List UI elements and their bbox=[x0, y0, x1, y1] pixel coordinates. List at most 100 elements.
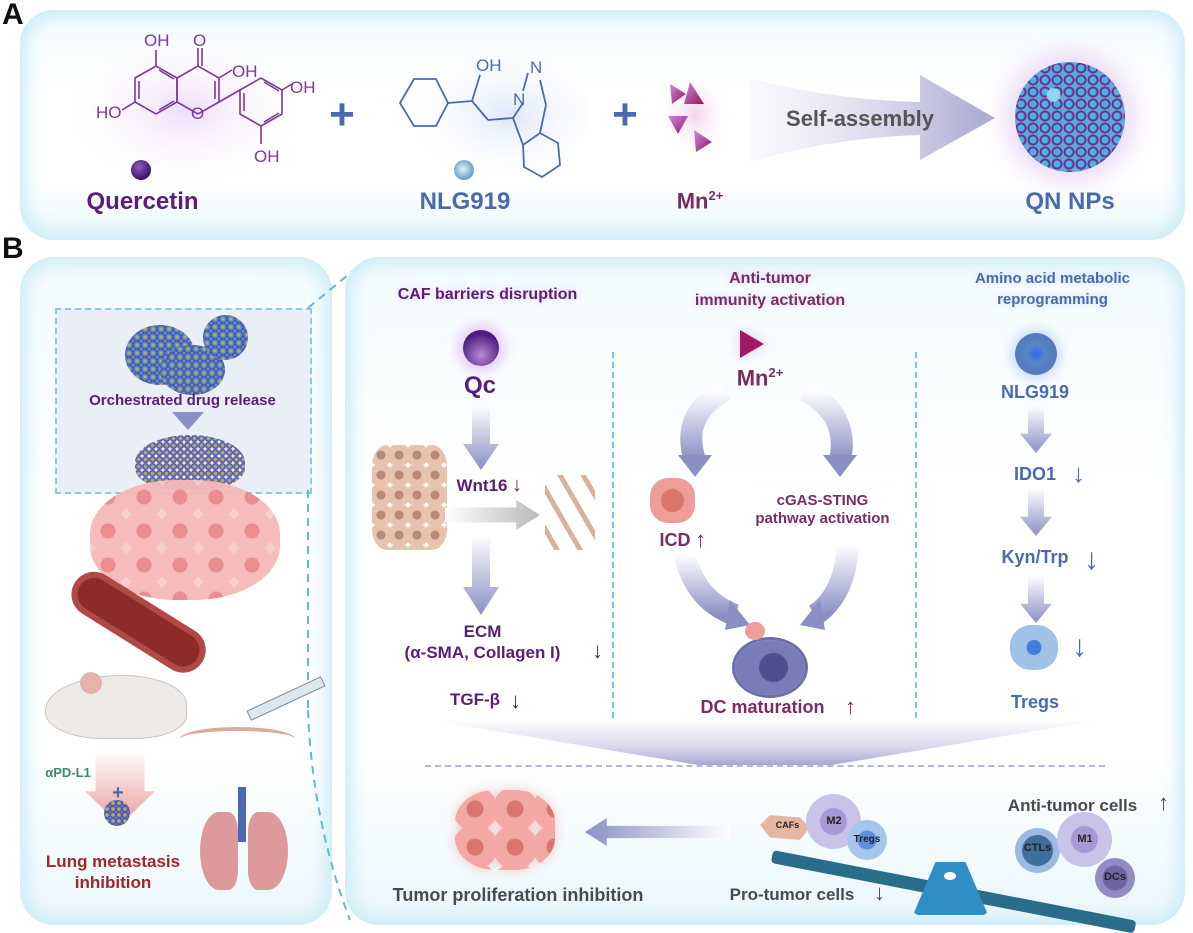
combination-plus-sign: + bbox=[112, 782, 124, 804]
mn-label: Mn2+ bbox=[660, 188, 740, 214]
cgas-sting-label: cGAS-STING bbox=[776, 492, 869, 509]
ecm-trend-down-icon: ↓ bbox=[592, 638, 603, 663]
qn-np-icon bbox=[104, 800, 130, 826]
column-title-caf: CAF barriers disruption bbox=[397, 286, 578, 303]
lungs-icon bbox=[238, 787, 246, 842]
quercetin-oh-label: OH bbox=[232, 62, 258, 81]
quercetin-sphere-icon bbox=[131, 160, 151, 180]
quercetin-oh-label: OH bbox=[290, 78, 316, 97]
panel-a-letter: A bbox=[2, 0, 24, 31]
engulfed-tumor-fragment-icon bbox=[745, 622, 765, 640]
treg-cell-label: Tregs bbox=[853, 834, 881, 845]
wnt16-label: Wnt16 bbox=[456, 476, 508, 495]
mn-ion-icons bbox=[657, 70, 733, 160]
anti-tumor-trend-up-icon: ↑ bbox=[1158, 790, 1169, 815]
self-assembly-label: Self-assembly bbox=[786, 106, 934, 131]
column-title-metabolic-line1: Amino acid metabolic bbox=[974, 270, 1131, 287]
ctl-cell-icon bbox=[1015, 828, 1060, 873]
outcome-label-line2: inhibition bbox=[74, 873, 152, 892]
tgfb-trend-down-icon: ↓ bbox=[510, 688, 521, 713]
column-divider bbox=[612, 352, 614, 718]
lung-left-icon bbox=[200, 812, 238, 890]
tumor-tissue-icon bbox=[90, 480, 280, 600]
outcome-label-line1: Lung metastasis bbox=[45, 852, 181, 871]
mn-label: Mn2+ bbox=[720, 365, 800, 391]
ido1-trend-down-icon: ↓ bbox=[1072, 458, 1085, 488]
quercetin-oh-label: OH bbox=[254, 147, 280, 166]
fulcrum-hole-icon bbox=[944, 872, 956, 880]
icd-label: ICD bbox=[659, 530, 691, 550]
nlg919-n-label: N bbox=[513, 90, 525, 109]
kyn-trp-label: Kyn/Trp bbox=[1001, 547, 1069, 567]
nlg919-n-label: N bbox=[530, 58, 542, 77]
kyn-trp-trend-down-icon: ↓ bbox=[1084, 543, 1099, 576]
nlg919-label: NLG919 bbox=[1000, 382, 1070, 402]
nlg919-sphere-icon bbox=[454, 160, 474, 180]
ido1-label: IDO1 bbox=[1013, 464, 1056, 484]
plus-sign: + bbox=[329, 90, 355, 139]
self-assembly-arrow bbox=[750, 75, 995, 162]
dying-tumor-cell-icon bbox=[650, 478, 695, 523]
release-arrow-icon bbox=[172, 412, 204, 430]
icd-trend-up-icon: ↑ bbox=[695, 527, 706, 552]
dc-cell-label: DCs bbox=[1103, 871, 1126, 883]
panel-b-letter: B bbox=[2, 232, 24, 265]
dc-maturation-trend-up-icon: ↑ bbox=[845, 694, 856, 719]
ecm-label: ECM bbox=[463, 622, 502, 641]
quercetin-sphere-icon bbox=[463, 330, 499, 366]
section-divider bbox=[425, 765, 1105, 767]
nanoparticle-cluster-icon bbox=[203, 315, 248, 360]
wnt16-trend-down-icon: ↓ bbox=[512, 474, 522, 496]
quercetin-oh-label: OH bbox=[144, 31, 170, 50]
mouse-ear-icon bbox=[80, 672, 102, 694]
treg-cell-icon bbox=[847, 820, 887, 860]
pro-tumor-label: Pro-tumor cells bbox=[729, 885, 855, 904]
quercetin-structure: OH O OH OH HO O OH bbox=[60, 30, 316, 190]
nlg919-sphere-icon bbox=[1015, 333, 1057, 375]
mn-symbol: Mn bbox=[736, 365, 769, 391]
dc-maturation-label: DC maturation bbox=[700, 697, 825, 717]
mouse-tail-icon bbox=[180, 727, 295, 751]
mn-charge: 2+ bbox=[708, 188, 724, 203]
dendritic-cell-icon bbox=[735, 640, 805, 695]
tregs-label: Tregs bbox=[1010, 692, 1060, 712]
pathway-activation-label: pathway activation bbox=[755, 510, 890, 527]
column-title-immunity-line2: immunity activation bbox=[694, 292, 846, 309]
quercetin-o-label: O bbox=[193, 31, 206, 50]
column-divider bbox=[915, 352, 917, 718]
caf-cell-label: CAFs bbox=[775, 820, 800, 830]
qn-nanoparticle-icon bbox=[1015, 62, 1125, 172]
nlg919-label: NLG919 bbox=[419, 188, 511, 215]
tgfb-label: TGF-β bbox=[449, 690, 501, 709]
antibody-label: αPD-L1 bbox=[45, 765, 91, 780]
plus-sign: + bbox=[612, 90, 638, 139]
tregs-trend-down-icon: ↓ bbox=[1072, 630, 1087, 663]
m2-cell-label: M2 bbox=[826, 815, 842, 827]
caf-cells-icon bbox=[372, 445, 447, 550]
mn-ion-icon bbox=[740, 330, 764, 358]
mn-charge: 2+ bbox=[768, 365, 784, 380]
anti-tumor-label: Anti-tumor cells bbox=[1007, 796, 1138, 815]
drug-release-label: Orchestrated drug release bbox=[89, 392, 276, 409]
quercetin-ho-label: HO bbox=[96, 103, 122, 122]
quercetin-ring-o-label: O bbox=[191, 104, 204, 123]
ecm-components-label: (α-SMA, Collagen I) bbox=[404, 643, 561, 662]
immunity-cycle-arrows bbox=[674, 380, 859, 630]
mouse-icon bbox=[45, 675, 187, 739]
fibroblast-cells-icon bbox=[545, 475, 595, 550]
pro-tumor-trend-down-icon: ↓ bbox=[874, 880, 885, 905]
column-title-metabolic-line2: reprogramming bbox=[997, 291, 1108, 308]
tumor-proliferation-label: Tumor proliferation inhibition bbox=[392, 885, 644, 905]
m1-cell-icon bbox=[1057, 812, 1112, 867]
nlg919-oh-label: OH bbox=[476, 56, 502, 75]
qn-nps-label: QN NPs bbox=[1025, 188, 1115, 215]
column-title-immunity-line1: Anti-tumor bbox=[729, 270, 811, 287]
ctl-cell-label: CTLs bbox=[1023, 842, 1052, 854]
qc-label: Qc bbox=[463, 372, 496, 399]
tumor-cells-icon bbox=[455, 790, 555, 870]
quercetin-label: Quercetin bbox=[86, 188, 199, 215]
m1-cell-label: M1 bbox=[1077, 833, 1093, 845]
nlg919-structure: OH N N bbox=[390, 50, 590, 180]
treg-cell-icon bbox=[1010, 625, 1058, 670]
dc-cell-icon bbox=[1095, 858, 1135, 898]
